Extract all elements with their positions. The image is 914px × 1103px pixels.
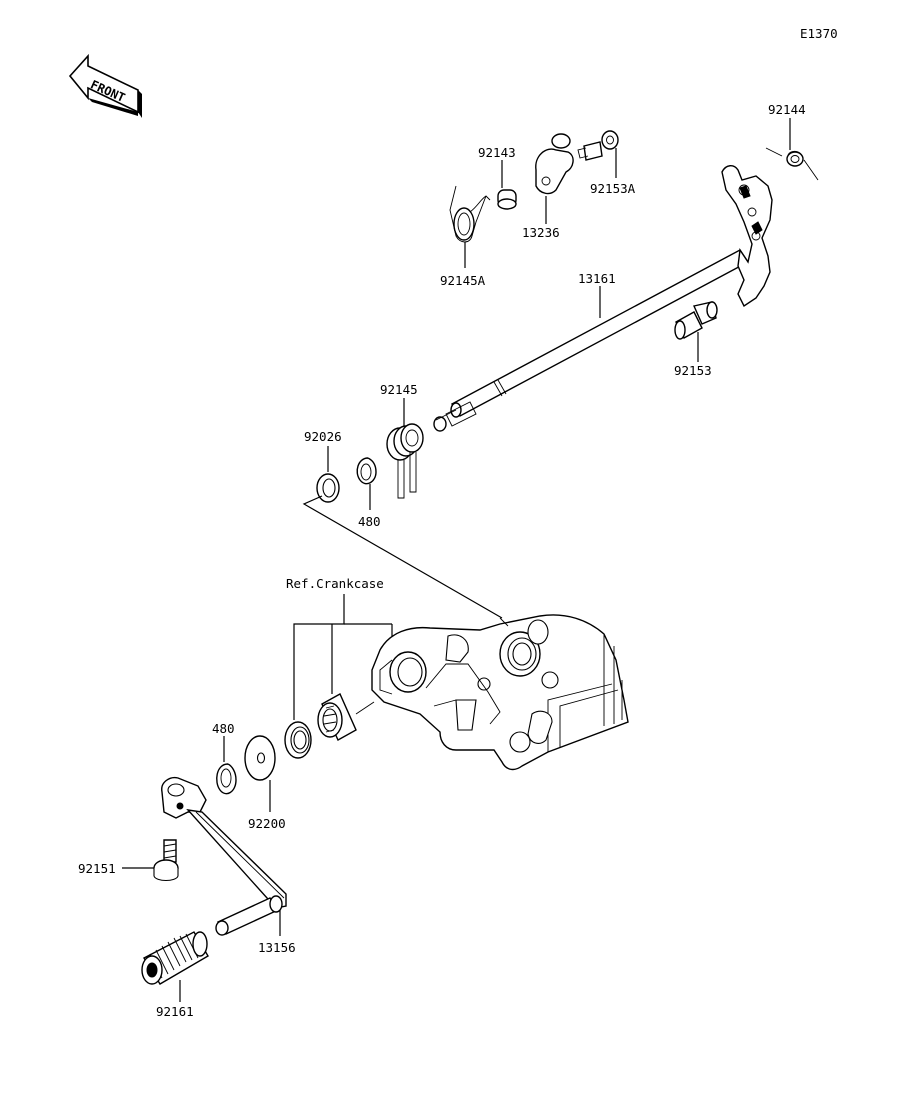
part-92145-spring <box>386 423 424 499</box>
label-92161: 92161 <box>156 1004 194 1019</box>
crankcase-reference <box>371 614 629 771</box>
connector-line-shaft-to-crankcase <box>302 495 503 619</box>
part-480-circlip-lower <box>216 763 237 795</box>
part-13156-shift-pedal <box>161 776 287 936</box>
ref-crankcase-note: Ref.Crankcase <box>286 576 384 591</box>
diagram-code: E1370 <box>800 26 838 41</box>
label-92144: 92144 <box>768 102 806 117</box>
label-13161: 13161 <box>578 271 616 286</box>
part-92143-collar <box>497 189 517 210</box>
label-480-upper: 480 <box>358 514 381 529</box>
part-92026-washer <box>316 473 340 503</box>
label-480-lower: 480 <box>212 721 235 736</box>
front-arrow-icon: FRONT <box>68 53 142 118</box>
label-92200: 92200 <box>248 816 286 831</box>
label-92151: 92151 <box>78 861 116 876</box>
part-92200-washer <box>244 735 276 781</box>
part-needle-bearing <box>317 693 375 741</box>
label-13156: 13156 <box>258 940 296 955</box>
label-13236: 13236 <box>522 225 560 240</box>
label-92153A: 92153A <box>590 181 636 196</box>
part-13161-shift-shaft <box>433 165 773 432</box>
label-92026: 92026 <box>304 429 342 444</box>
label-92145A: 92145A <box>440 273 486 288</box>
part-92161-rubber-peg <box>141 931 209 985</box>
label-92145: 92145 <box>380 382 418 397</box>
label-92153: 92153 <box>674 363 712 378</box>
part-92144-spring <box>765 147 819 181</box>
part-92153A-bolt <box>577 130 619 161</box>
part-92151-bolt <box>153 839 179 882</box>
part-92145A-spring <box>449 185 491 243</box>
part-13236-lever <box>535 133 574 195</box>
part-oil-seal <box>284 721 312 759</box>
part-480-circlip-upper <box>356 457 377 485</box>
part-92153-pin <box>674 301 718 340</box>
bracket-ref-crankcase-left <box>293 594 345 720</box>
label-92143: 92143 <box>478 145 516 160</box>
